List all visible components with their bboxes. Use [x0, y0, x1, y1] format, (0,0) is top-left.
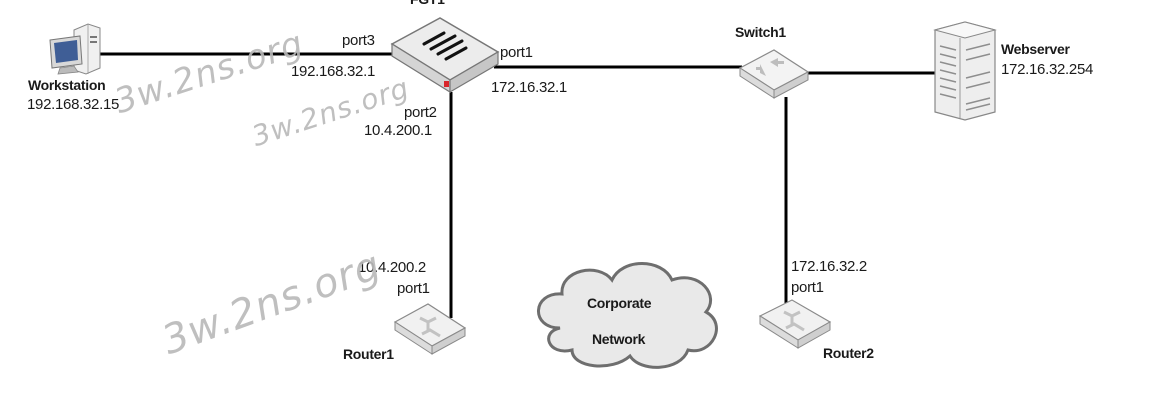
router-icon — [393, 303, 467, 355]
router1-name-label: Router1 — [343, 346, 394, 362]
switch-icon — [738, 49, 810, 99]
webserver-name-label: Webserver — [1001, 41, 1070, 57]
fgt-name-label: FGT1 — [410, 0, 445, 8]
webserver-ip-label: 172.16.32.254 — [1001, 61, 1094, 78]
fgt-port3-ip-label: 192.168.32.1 — [291, 63, 375, 80]
router1-ip-label: 10.4.200.2 — [358, 259, 426, 276]
router2-ip-label: 172.16.32.2 — [791, 258, 867, 275]
workstation-ip-label: 192.168.32.15 — [27, 96, 120, 113]
firewall-icon — [390, 17, 500, 94]
fgt-port2-ip-label: 10.4.200.1 — [364, 122, 432, 139]
fgt-port1-label: port1 — [500, 44, 533, 61]
router-icon — [758, 299, 832, 349]
router1-port-label: port1 — [397, 280, 430, 297]
fgt-port1-ip-label: 172.16.32.1 — [491, 79, 567, 96]
fgt-port2-label: port2 — [404, 104, 437, 121]
server-icon — [933, 21, 997, 121]
fgt-port3-label: port3 — [342, 32, 375, 49]
cloud-icon — [537, 262, 718, 369]
router2-port-label: port1 — [791, 279, 824, 296]
cloud-label-line2: Network — [592, 331, 646, 347]
router2-name-label: Router2 — [823, 345, 874, 361]
workstation-icon — [49, 23, 101, 75]
workstation-name-label: Workstation — [28, 77, 106, 93]
cloud-label-line1: Corporate — [587, 295, 652, 311]
switch1-name-label: Switch1 — [735, 24, 786, 40]
